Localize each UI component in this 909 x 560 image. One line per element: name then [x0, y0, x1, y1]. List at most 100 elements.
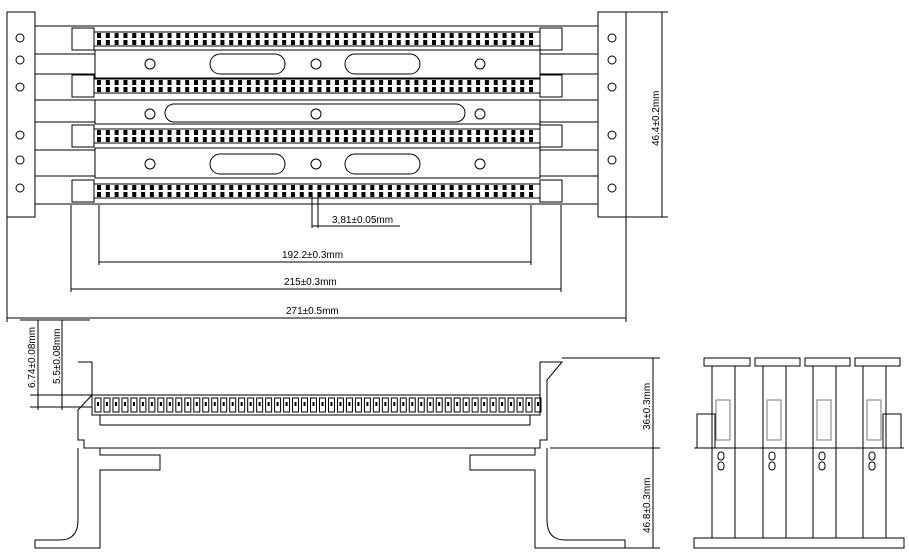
- contact-top: [299, 80, 304, 85]
- contact-top: [193, 33, 198, 38]
- contact-top: [238, 33, 243, 38]
- contact-bottom: [484, 192, 489, 197]
- pin: [238, 397, 246, 413]
- contact-bottom: [529, 137, 533, 142]
- pin: [283, 397, 291, 413]
- contact-top: [511, 185, 516, 190]
- contact-top: [432, 130, 437, 135]
- contact-bottom: [141, 137, 146, 142]
- pin-mark: [222, 402, 225, 406]
- contact-top: [352, 80, 357, 85]
- contact-bottom: [273, 137, 278, 142]
- hole: [144, 108, 156, 120]
- contact-top: [326, 130, 331, 135]
- contact-bottom: [520, 87, 525, 92]
- contact-bottom: [529, 87, 533, 92]
- contact-bottom: [185, 40, 190, 45]
- contact-bottom: [370, 87, 375, 92]
- contact-top: [511, 33, 516, 38]
- contact-bottom: [167, 192, 172, 197]
- contact-top: [193, 185, 198, 190]
- contact-bottom: [414, 137, 419, 142]
- contact-bottom: [352, 137, 357, 142]
- contact-top: [255, 185, 260, 190]
- contact-top: [317, 80, 322, 85]
- pin: [426, 397, 434, 413]
- contact-bottom: [97, 137, 101, 142]
- pin-mark: [357, 402, 360, 406]
- contact-top: [105, 33, 110, 38]
- contact-top: [476, 80, 481, 85]
- contact-top: [97, 130, 101, 135]
- contact-bottom: [361, 87, 366, 92]
- contact-top: [238, 185, 243, 190]
- contact-bottom: [432, 137, 437, 142]
- pin: [211, 397, 219, 413]
- contact-bottom: [379, 87, 384, 92]
- end-view: [693, 357, 905, 549]
- contact-top: [185, 80, 190, 85]
- contact-top: [105, 185, 110, 190]
- pin-mark: [177, 402, 180, 406]
- contact-bottom: [467, 87, 472, 92]
- mounting-holes: [15, 33, 617, 193]
- contact-bottom: [290, 137, 295, 142]
- height-top-label: 46.4±0.2mm: [651, 90, 662, 146]
- contact-top: [176, 130, 181, 135]
- contact-top: [449, 185, 454, 190]
- contact-bottom: [246, 192, 251, 197]
- pin-height-outer-label: 6.74±0.08mm: [27, 327, 38, 388]
- contact-bottom: [273, 40, 278, 45]
- pin-mark: [231, 402, 234, 406]
- column-latch: [866, 399, 882, 441]
- contact-top: [282, 185, 287, 190]
- hole: [474, 58, 486, 70]
- contact-bottom: [387, 137, 392, 142]
- pin-mark: [330, 402, 333, 406]
- contact-bottom: [105, 40, 110, 45]
- pin-mark: [510, 402, 513, 406]
- left-end-plate: [6, 11, 36, 218]
- contact-top: [493, 33, 498, 38]
- contact-bottom: [273, 192, 278, 197]
- end-base: [693, 537, 905, 549]
- contact-top: [440, 185, 445, 190]
- contact-bottom: [520, 192, 525, 197]
- contact-bottom: [493, 192, 498, 197]
- contact-top: [255, 33, 260, 38]
- pin: [148, 397, 156, 413]
- contact-top: [449, 80, 454, 85]
- contact-bottom: [405, 192, 410, 197]
- column-hole: [818, 461, 826, 471]
- contact-top: [167, 130, 172, 135]
- slot: [209, 53, 286, 75]
- hole: [144, 58, 156, 70]
- contact-top: [246, 130, 251, 135]
- contact-top: [308, 33, 313, 38]
- block-height-label: 36±0.3mm: [642, 383, 653, 430]
- contact-bottom: [423, 137, 428, 142]
- contact-bottom: [405, 87, 410, 92]
- contact-top: [202, 80, 207, 85]
- contact-bottom: [193, 87, 198, 92]
- contact-top: [529, 185, 533, 190]
- pin: [336, 397, 344, 413]
- contact-bottom: [97, 87, 101, 92]
- contact-top: [282, 130, 287, 135]
- pin-mark: [537, 402, 539, 406]
- contact-top: [449, 33, 454, 38]
- contact-bottom: [467, 192, 472, 197]
- contact-top: [458, 33, 463, 38]
- contact-top: [361, 33, 366, 38]
- pin: [292, 397, 300, 413]
- contact-top: [440, 130, 445, 135]
- strip-length-label: 192.2±0.3mm: [282, 250, 343, 261]
- contact-top: [132, 130, 137, 135]
- contact-top: [273, 185, 278, 190]
- contact-bottom: [352, 192, 357, 197]
- contact-top: [149, 33, 154, 38]
- contact-top: [229, 80, 234, 85]
- slot: [209, 153, 286, 175]
- contact-top: [467, 80, 472, 85]
- pin-mark: [123, 402, 126, 406]
